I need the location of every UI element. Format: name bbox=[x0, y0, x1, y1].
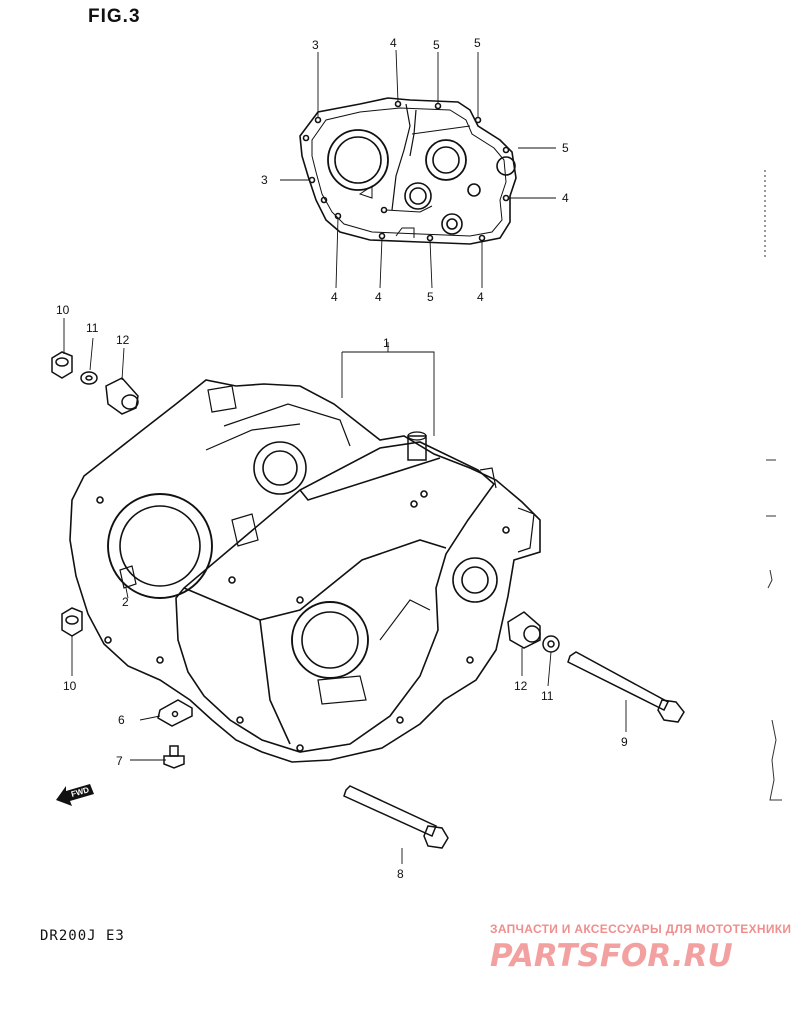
screw-7 bbox=[163, 745, 185, 769]
long-bolt-9 bbox=[567, 651, 685, 723]
callout-5-right: 5 bbox=[562, 141, 569, 155]
scan-edge-marks bbox=[764, 170, 782, 801]
callout-4-bottom-b: 4 bbox=[375, 290, 382, 304]
callout-10-lower: 10 bbox=[63, 679, 77, 693]
watermark-tagline: ЗАПЧАСТИ И АКСЕССУАРЫ ДЛЯ МОТОТЕХНИКИ bbox=[490, 922, 792, 936]
callout-12-upper: 12 bbox=[116, 333, 130, 347]
callout-11-lower: 11 bbox=[541, 689, 554, 703]
callout-9: 9 bbox=[621, 735, 628, 749]
callout-7: 7 bbox=[116, 754, 123, 768]
callout-10-upper: 10 bbox=[56, 303, 70, 317]
bushing-12-upper bbox=[105, 377, 139, 415]
watermark-brand: PARTSFOR.RU bbox=[490, 938, 733, 974]
plate-6 bbox=[157, 699, 193, 727]
bushing-12-lower bbox=[507, 611, 541, 649]
long-bolt-8 bbox=[343, 785, 449, 849]
leader-lines bbox=[63, 49, 627, 864]
callout-1: 1 bbox=[383, 336, 390, 350]
callout-6: 6 bbox=[118, 713, 125, 727]
crankcase-assembly bbox=[69, 379, 541, 763]
callout-4-top: 4 bbox=[390, 36, 397, 50]
callout-5-top-a: 5 bbox=[433, 38, 440, 52]
callout-8: 8 bbox=[397, 867, 404, 881]
callout-numbers: 3 3 4 5 5 5 4 4 4 5 4 1 10 11 12 2 10 12… bbox=[56, 36, 628, 881]
callout-12-lower: 12 bbox=[514, 679, 528, 693]
callout-4-bottom-a: 4 bbox=[331, 290, 338, 304]
callout-3-top: 3 bbox=[312, 38, 319, 52]
cap-nut-10-lower bbox=[61, 607, 83, 637]
washer-11-lower bbox=[542, 635, 560, 653]
cap-nut-10-upper bbox=[51, 351, 73, 379]
callout-3-left: 3 bbox=[261, 173, 268, 187]
figure-title: FIG.3 bbox=[88, 6, 141, 27]
callout-5-top-b: 5 bbox=[474, 36, 481, 50]
callout-4-right: 4 bbox=[562, 191, 569, 205]
callout-11-upper: 11 bbox=[86, 321, 99, 335]
callout-2: 2 bbox=[122, 595, 129, 609]
model-code: DR200J E3 bbox=[40, 928, 125, 944]
crankcase-gasket-view bbox=[299, 97, 517, 245]
forward-arrow-icon: FWD bbox=[56, 784, 94, 806]
callout-4-bottom-c: 4 bbox=[477, 290, 484, 304]
washer-11-upper bbox=[80, 371, 98, 385]
callout-5-bottom: 5 bbox=[427, 290, 434, 304]
